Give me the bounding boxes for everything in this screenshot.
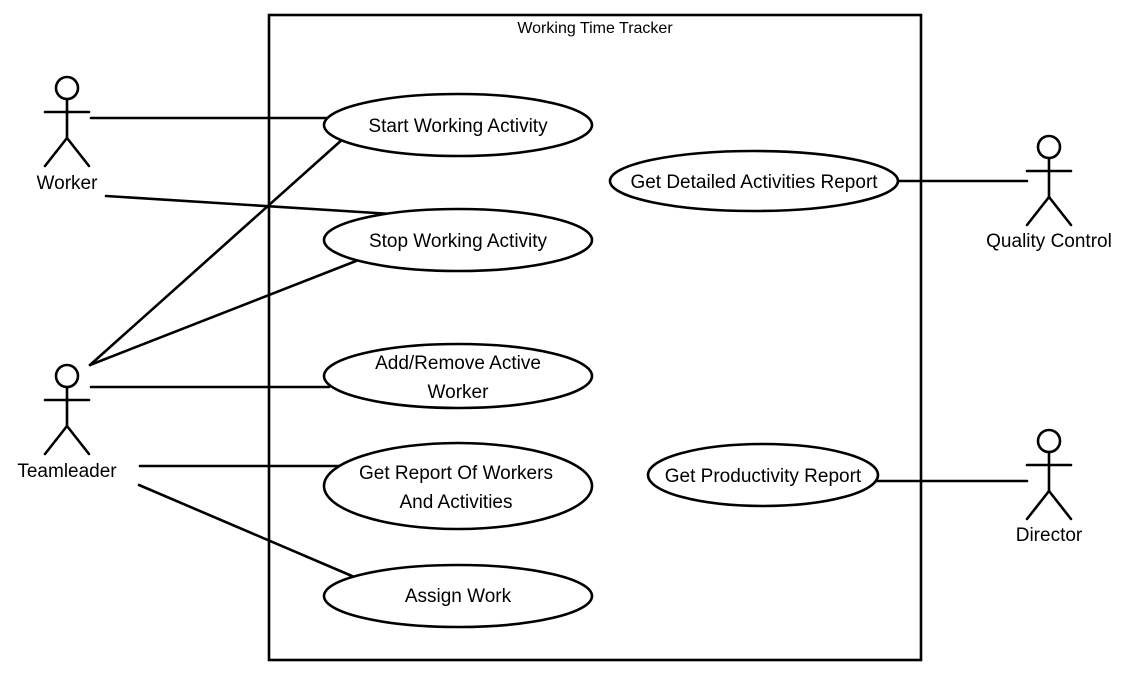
use-case-label: Get Productivity Report [665,466,862,487]
use-case-assign-work: Assign Work [322,563,594,629]
use-case-label-line-2: Worker [428,382,490,403]
use-case-label: Start Working Activity [368,116,548,137]
actor-name: Worker [37,173,99,194]
use-case-get-productivity-report: Get Productivity Report [646,442,880,508]
use-case-get-report-of-workers-and-activities: Get Report Of Workers And Activities [322,441,594,531]
use-case-label-line-2: And Activities [400,492,513,513]
use-case-ellipse [322,563,594,629]
system-title: Working Time Tracker [517,20,673,37]
actor-name: Director [1016,525,1083,546]
use-case-ellipse [322,207,594,273]
use-case-label-line-1: Add/Remove Active [375,353,541,374]
use-case-ellipse [608,149,900,213]
use-case-label: Assign Work [405,586,512,607]
system-boundary: Working Time Tracker [267,13,923,662]
actor-worker: Worker [37,75,99,194]
association-worker-stop [104,194,394,216]
association-teamleader-start [88,136,346,367]
use-case-label: Stop Working Activity [369,231,548,252]
system-boundary-box [267,13,923,662]
use-case-ellipse [322,441,594,531]
use-case-ellipse [322,92,594,158]
actor-director: Director [1016,428,1083,546]
use-case-label: Get Detailed Activities Report [630,172,878,193]
actor-quality-control: Quality Control [986,134,1112,252]
stick-figure-icon [1025,134,1073,227]
actor-name: Quality Control [986,231,1112,252]
use-case-stop-working-activity: Stop Working Activity [322,207,594,273]
association-teamleader-stop [88,259,358,367]
use-case-add-remove-active-worker: Add/Remove Active Worker [322,342,594,410]
stick-figure-icon [1025,428,1073,521]
actor-name: Teamleader [17,461,117,482]
stick-figure-icon [43,75,91,168]
use-case-start-working-activity: Start Working Activity [322,92,594,158]
associations [88,116,1029,578]
use-case-ellipse [322,342,594,410]
use-case-label-line-1: Get Report Of Workers [359,463,553,484]
use-case-ellipse [646,442,880,508]
use-case-get-detailed-activities-report: Get Detailed Activities Report [608,149,900,213]
association-teamleader-assign [137,483,354,578]
stick-figure-icon [43,363,91,456]
actor-teamleader: Teamleader [17,363,117,482]
